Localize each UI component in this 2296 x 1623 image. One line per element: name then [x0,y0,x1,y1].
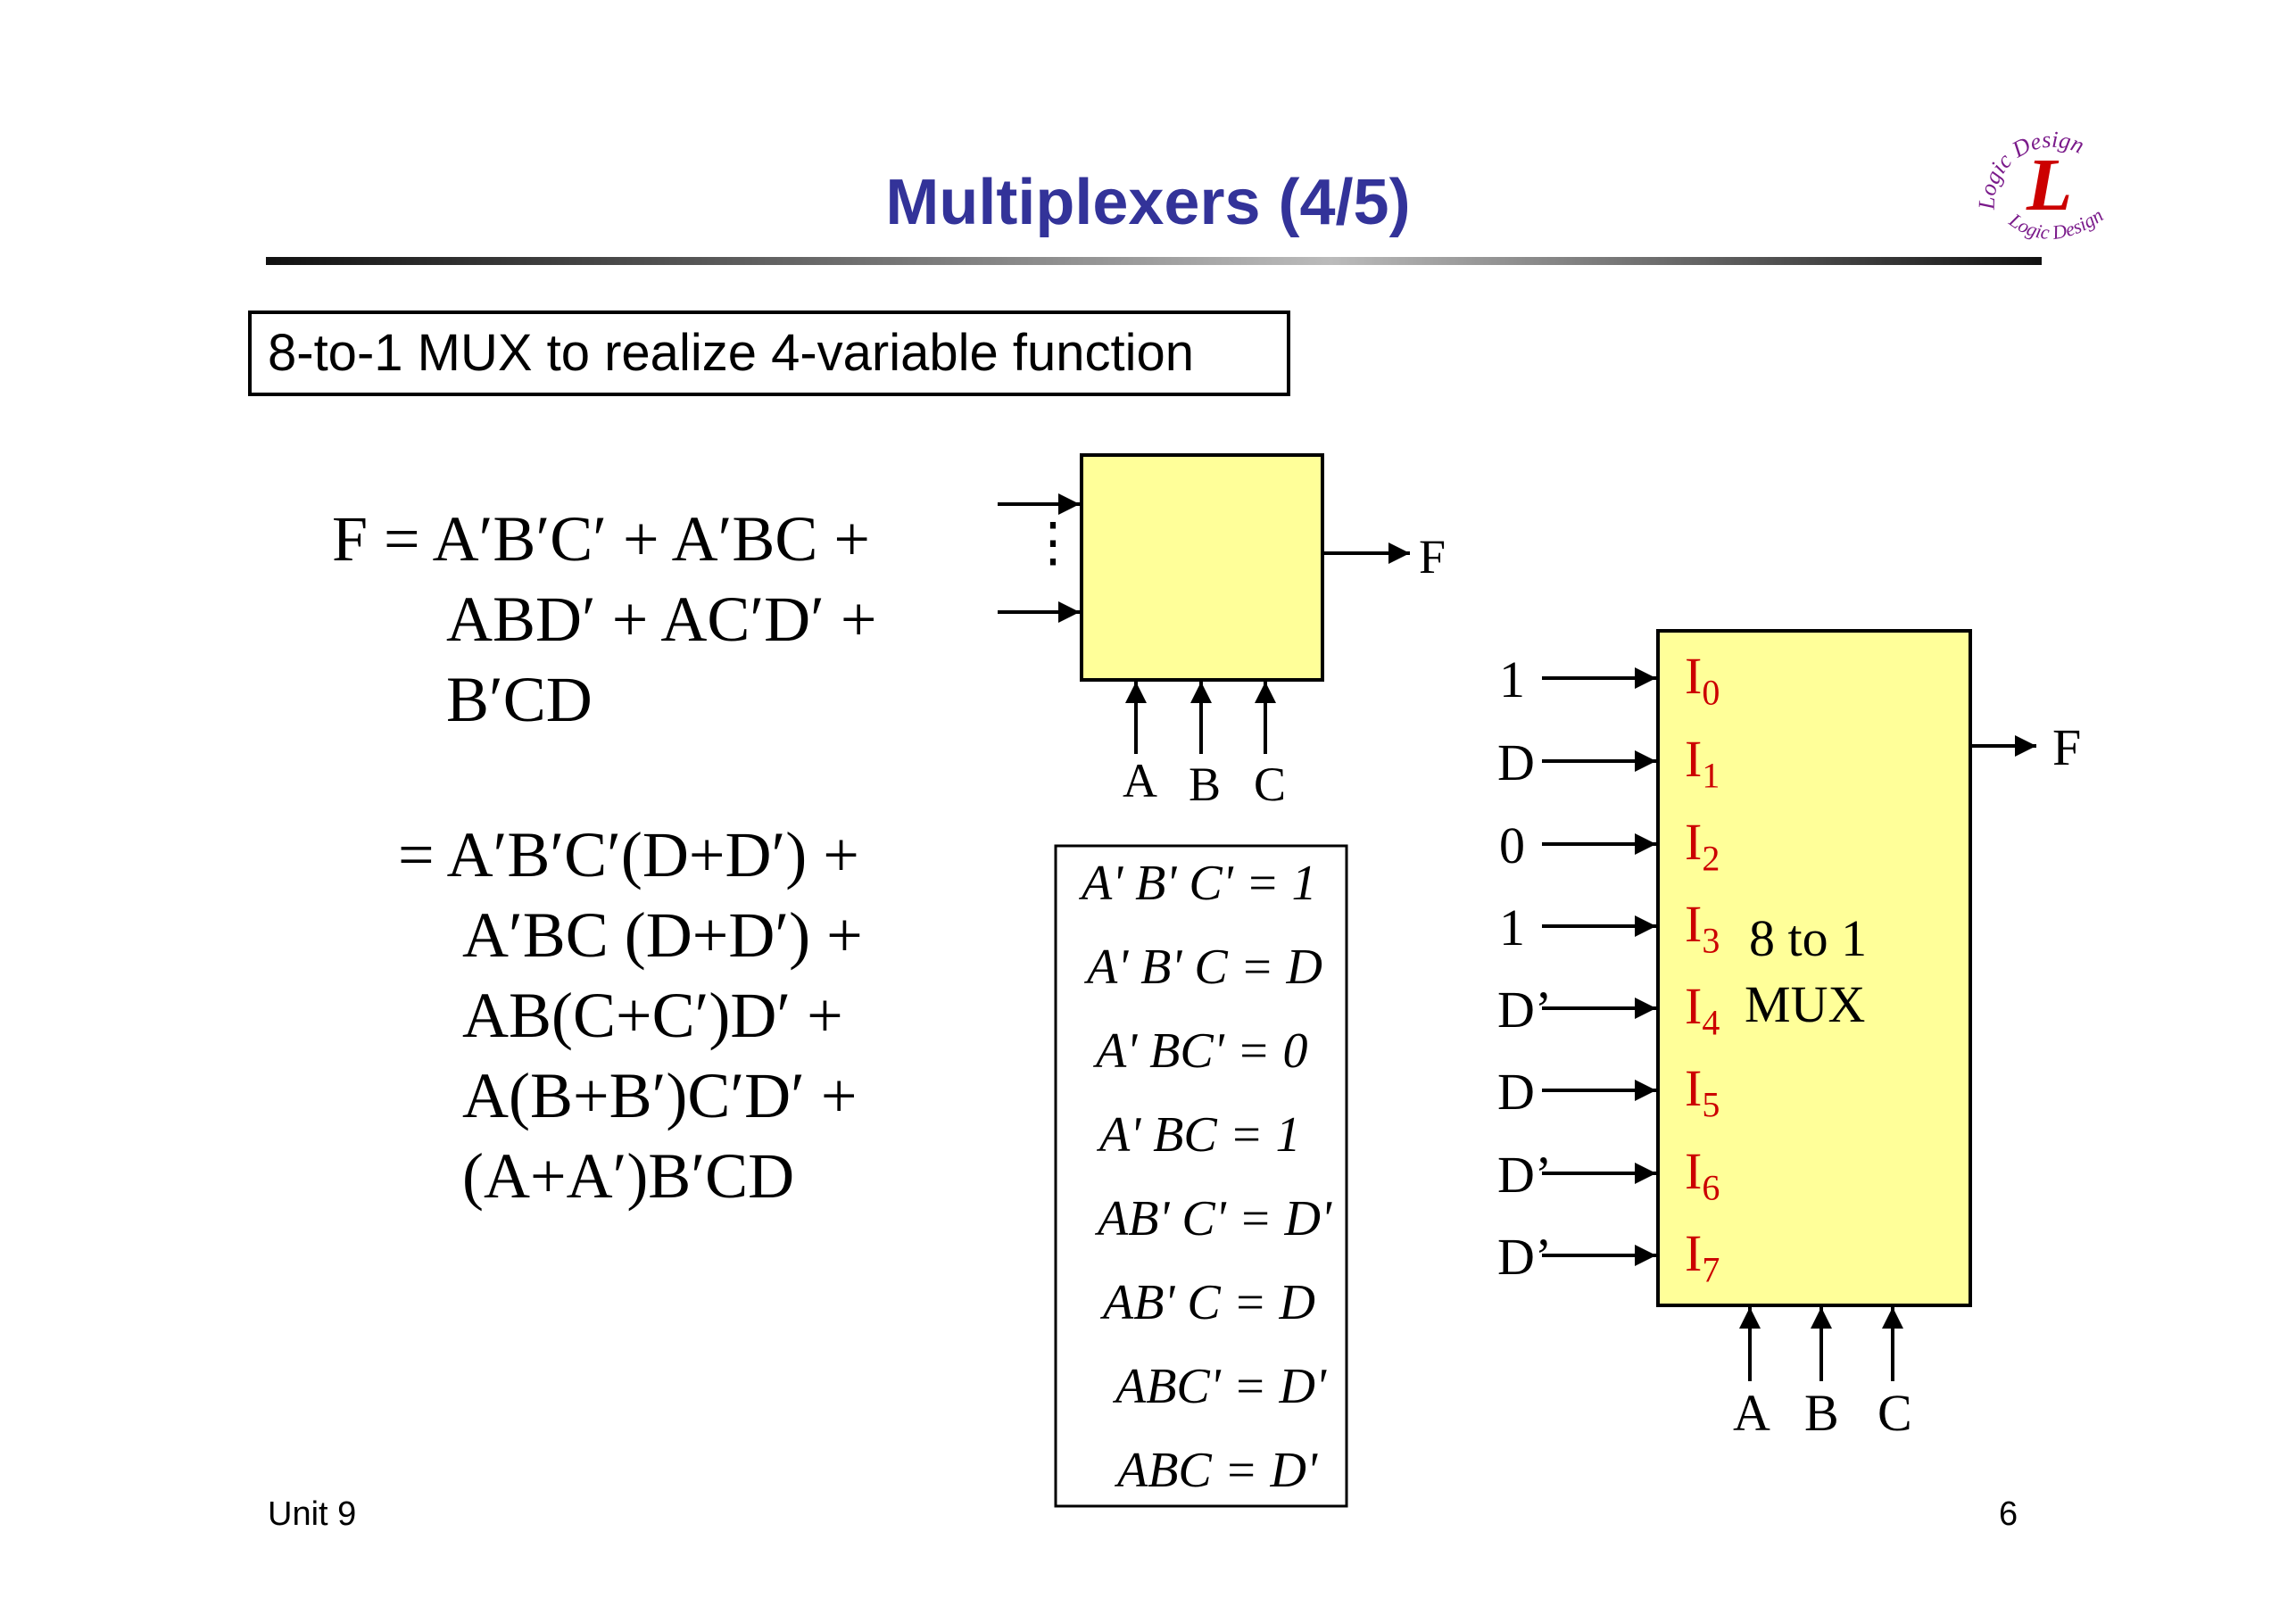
title-underline [266,257,2042,265]
big-mux-select-a-label: A [1733,1384,1770,1442]
table-row-1: A' B' C = D [1087,940,1322,995]
equation-line-2: ABD′ + AC′D′ + [446,584,877,655]
input-label-5: I5 [1685,1059,1720,1125]
input-value-3: 1 [1499,898,1525,956]
equation-line-5: A′BC (D+D′) + [462,899,863,971]
big-mux-select-c-label: C [1877,1384,1912,1442]
equation-line-1: F = A′B′C′ + A′BC + [332,503,870,575]
input-label-7: I7 [1685,1224,1720,1290]
small-mux-select-b-label: B [1189,758,1222,811]
logo-letter: L [2026,144,2072,227]
table-row-2: A' BC' = 0 [1096,1023,1308,1079]
table-row-4: AB' C' = D' [1098,1191,1331,1246]
input-value-4: D’ [1497,981,1553,1039]
footer-unit: Unit 9 [268,1495,357,1533]
big-mux-name-line1: 8 to 1 [1749,909,1868,967]
input-label-1: I1 [1685,730,1720,796]
input-label-2: I2 [1685,813,1720,879]
input-value-5: D [1497,1063,1535,1121]
footer-page-number: 6 [1999,1495,2018,1533]
big-mux-select-b-label: B [1804,1384,1839,1442]
small-mux-select-a-label: A [1123,754,1157,807]
equation-line-3: B′CD [446,664,593,735]
input-label-6: I6 [1685,1142,1720,1208]
logic-design-logo: Logic Design Logic Design L [1974,127,2108,244]
input-label-0: I0 [1685,647,1720,713]
input-label-4: I4 [1685,977,1720,1043]
equation-line-6: AB(C+C′)D′ + [462,980,843,1051]
input-value-2: 0 [1499,816,1525,874]
table-box [1054,844,1348,1508]
small-mux-select-c-label: C [1254,758,1287,811]
small-mux-box [1080,453,1324,682]
big-mux-name-line2: MUX [1745,975,1866,1033]
table-row-5: AB' C = D [1103,1275,1315,1330]
input-value-0: 1 [1499,650,1525,708]
equation-line-4: = A′B′C′(D+D′) + [398,819,859,890]
small-mux-dots: ⋮ [1026,513,1080,572]
subtitle-text: 8-to-1 MUX to realize 4-variable functio… [268,324,1195,382]
small-mux-output-label: F [1419,530,1446,584]
table-row-6: ABC' = D' [1115,1359,1326,1414]
big-mux-box [1656,629,1972,1307]
table-row-7: ABC = D' [1117,1443,1317,1498]
table-row-0: A' B' C' = 1 [1082,856,1317,911]
table-row-3: A' BC = 1 [1099,1107,1301,1163]
slide-title: Multiplexers (4/5) [885,167,1411,238]
big-mux-input-wires [1542,667,1656,1266]
subtitle-box [248,311,1290,396]
equation-line-8: (A+A′)B′CD [462,1140,795,1212]
input-value-1: D [1497,733,1535,791]
input-value-7: D’ [1497,1228,1553,1286]
big-mux-output-label: F [2052,718,2082,776]
equation-line-7: A(B+B′)C′D′ + [462,1060,858,1131]
input-label-3: I3 [1685,895,1720,961]
input-value-6: D’ [1497,1146,1553,1204]
